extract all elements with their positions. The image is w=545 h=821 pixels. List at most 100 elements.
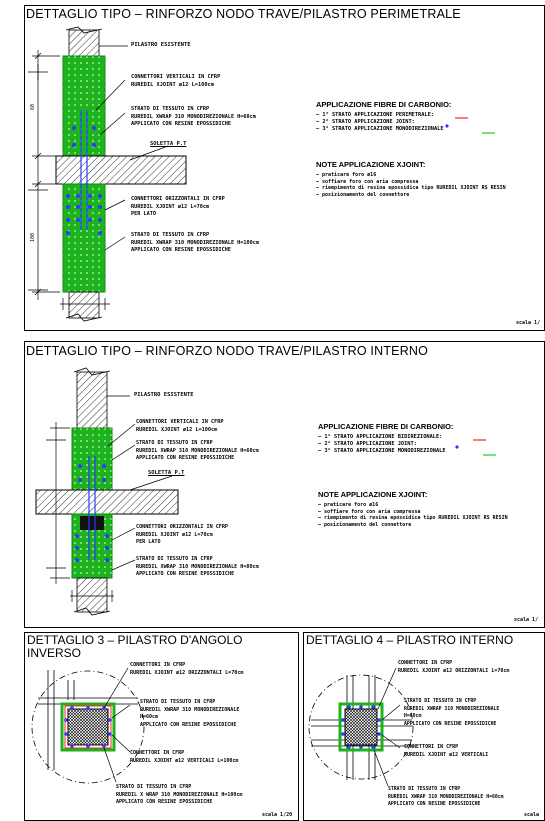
p3-cfrp-wrap [60,702,116,752]
p2-column-bottom [76,577,108,613]
p1-note-item4: – posizionamento del connettore [316,191,410,198]
p2-note-list: – praticare foro ø16 – soffiare foro con… [318,502,508,528]
panel-internal-column [303,632,545,821]
p2-strato-line1: STRATO DI TESSUTO IN CFRP [136,440,213,446]
p4-strato-line3: H=60cm [404,714,422,719]
p2-applicazione-list: – 1° STRATO APPLICAZIONE BIDIREZIONALE: … [318,434,446,456]
p3-conn2-line2: RUREDIL XJOINT ø12 VERTICALI L=100cm [130,757,239,764]
p2-conn-orizz-line1: CONNETTORI ORIZZONTALI IN CFRP [136,524,229,530]
p1-legend-blue [445,124,449,128]
p1-conn-orizz-line3: PER LATO [131,211,156,217]
p4-strato-line4: APPLICATO CON RESINE EPOSSIDICHE [404,721,497,727]
p1-strato2-line2: RUREDIL XWRAP 310 MONODIREZIONALE H=100c… [131,239,260,246]
p2-conn-vert-line1: CONNETTORI VERTICALI IN CFRP [136,419,224,425]
p3-strato2-line2: RUREDIL X WRAP 310 MONODIREZIONALE H=100… [116,791,243,798]
p2-strato-line2: RUREDIL XWRAP 310 MONODIREZIONALE H=60cm [136,447,259,454]
p1-conn-orizz-line1: CONNETTORI ORIZZONTALI IN CFRP [131,196,225,202]
p2-slab [35,489,179,515]
p4-label-conn2: CONNETTORI IN CFRP RUREDIL XJOINT ø12 VE… [404,744,488,759]
p1-label-pilastro: PILASTRO ESISTENTE [131,42,191,48]
p2-strato-line3: APPLICATO CON RESINE EPOSSIDICHE [136,455,235,461]
p4-scale: scala [524,812,540,818]
p2-break-bottom [73,607,111,616]
p1-strato-line1: STRATO DI TESSUTO IN CFRP [131,106,210,112]
p1-label-conn-vert: CONNETTORI VERTICALI IN CFRP RUREDIL XJO… [131,74,220,89]
p1-column-bottom [68,291,100,319]
p2-strato2-line1: STRATO DI TESSUTO IN CFRP [136,556,213,562]
p4-conn-line1: CONNETTORI IN CFRP [398,660,453,666]
p1-note-item3: – riempimento di resina epossidica tipo … [316,185,506,192]
p3-red-outline [64,705,112,749]
p2-connector-dots [75,464,109,562]
p4-column-section [344,708,378,746]
p1-app-item2: – 2° STRATO APPLICAZIONE JOINT: [316,119,415,126]
p2-app-item1: – 1° STRATO APPLICAZIONE BIDIREZIONALE: [318,434,443,440]
p1-applicazione-title: APPLICAZIONE FIBRE DI CARBONIO: [316,100,452,109]
p2-leaders [107,395,173,571]
p2-strato2-line3: APPLICATO CON RESINE EPOSSIDICHE [136,571,235,577]
p4-conn2-line2: RUREDIL XJOINT ø12 VERTICALI [404,751,489,758]
p1-strato-line3: APPLICATO CON RESINE EPOSSIDICHE [131,121,231,127]
panel4-title: DETTAGLIO 4 – PILASTRO INTERNO [306,633,514,647]
p1-dim-bottom [60,298,110,310]
p3-beam-lines [38,670,138,770]
p1-cross-marks [28,64,48,291]
p2-label-soletta: SOLETTA P.T [148,470,185,476]
p1-strato2-line1: STRATO DI TESSUTO IN CFRP [131,232,210,238]
p1-cfrp-wrap-bottom [62,183,106,293]
p1-note-item1: – praticare foro ø16 [316,172,377,178]
p1-label-strato2: STRATO DI TESSUTO IN CFRP RUREDIL XWRAP … [131,232,259,255]
p1-leaders [95,45,169,251]
p4-strato2-line3: APPLICATO CON RESINE EPOSSIDICHE [388,802,481,807]
p2-applicazione-title: APPLICAZIONE FIBRE DI CARBONIO: [318,422,454,431]
p1-label-strato: STRATO DI TESSUTO IN CFRP RUREDIL XWRAP … [131,106,256,129]
p1-strato-line2: RUREDIL XWRAP 310 MONODIREZIONALE H=60cm [131,113,256,120]
p1-slab [55,155,187,185]
p3-strato-line4: APPLICATO CON RESINE EPOSSIDICHE [140,721,237,728]
p3-label-conn: CONNETTORI IN CFRP RUREDIL XJOINT ø12 OR… [130,662,243,677]
p2-app-item2: – 2° STRATO APPLICAZIONE JOINT: [318,441,417,448]
p4-strato2-line1: STRATO DI TESSUTO IN CFRP [388,787,461,792]
p2-conn-orizz-line2: RUREDIL XJOINT ø12 L=70cm [136,531,213,538]
p1-break-bottom [65,313,103,322]
p1-strato2-line3: APPLICATO CON RESINE EPOSSIDICHE [131,247,231,253]
p2-label-strato: STRATO DI TESSUTO IN CFRP RUREDIL XWRAP … [136,440,259,463]
p4-strato2-line2: RUREDIL XWRAP 310 MONODIREZIONALE H=60cm [388,794,504,800]
p3-column-section [67,708,109,746]
p3-leaders [103,667,131,783]
panel2-title: DETTAGLIO TIPO – RINFORZO NODO TRAVE/PIL… [26,344,429,358]
p2-note-item2: – soffiare foro con aria compressa [318,508,421,515]
p4-label-conn: CONNETTORI IN CFRP RUREDIL XJOINT ø12 OR… [398,660,509,675]
p1-conn-vert-line1: CONNETTORI VERTICALI IN CFRP [131,74,221,80]
p2-dim-bottom [70,590,114,602]
p2-label-conn-orizz: CONNETTORI ORIZZONTALI IN CFRP RUREDIL X… [136,524,228,547]
p1-note-item2: – soffiare foro con aria compressa [316,178,419,185]
p1-cfrp-wrap-top [62,55,106,157]
p4-conn2-line1: CONNETTORI IN CFRP [404,744,459,750]
p2-conn-vert-line2: RUREDIL XJOINT ø12 L=100cm [136,426,218,433]
p2-black-block [80,516,104,530]
p3-label-strato: STRATO DI TESSUTO IN CFRP RUREDIL XWRAP … [140,699,239,729]
p3-strato2-line3: APPLICATO CON RESINE EPOSSIDICHE [116,799,213,805]
p4-detail-circle [308,674,414,780]
p1-connector-dots [66,126,102,235]
p4-label-strato: STRATO DI TESSUTO IN CFRP RUREDIL XWRAP … [404,698,499,728]
p4-connector-dots [341,705,381,749]
p3-strato-line3: H=60cm [140,714,159,720]
p3-conn-line2: RUREDIL XJOINT ø12 ORIZZONTALI L=70cm [130,669,244,676]
p1-dimension-left [32,50,60,300]
p2-label-strato2: STRATO DI TESSUTO IN CFRP RUREDIL XWRAP … [136,556,259,579]
p2-break-top [73,367,111,376]
p3-scale: scala 1/20 [262,812,293,818]
p2-label-conn-vert: CONNETTORI VERTICALI IN CFRP RUREDIL XJO… [136,419,223,434]
p2-note-title: NOTE APPLICAZIONE XJOINT: [318,490,428,499]
p1-break-top [65,26,103,34]
p3-strato-line1: STRATO DI TESSUTO IN CFRP [140,699,216,705]
p2-scale: scala 1/ [514,617,539,623]
p4-strato-line1: STRATO DI TESSUTO IN CFRP [404,699,477,704]
p1-app-item3: – 3° STRATO APPLICAZIONE MONODIREZIONALE [316,126,444,133]
p1-conn-orizz-line2: RUREDIL XJOINT ø12 L=70cm [131,203,210,210]
p3-detail-circle [31,670,145,784]
p1-label-conn-orizz: CONNETTORI ORIZZONTALI IN CFRP RUREDIL X… [131,196,225,219]
